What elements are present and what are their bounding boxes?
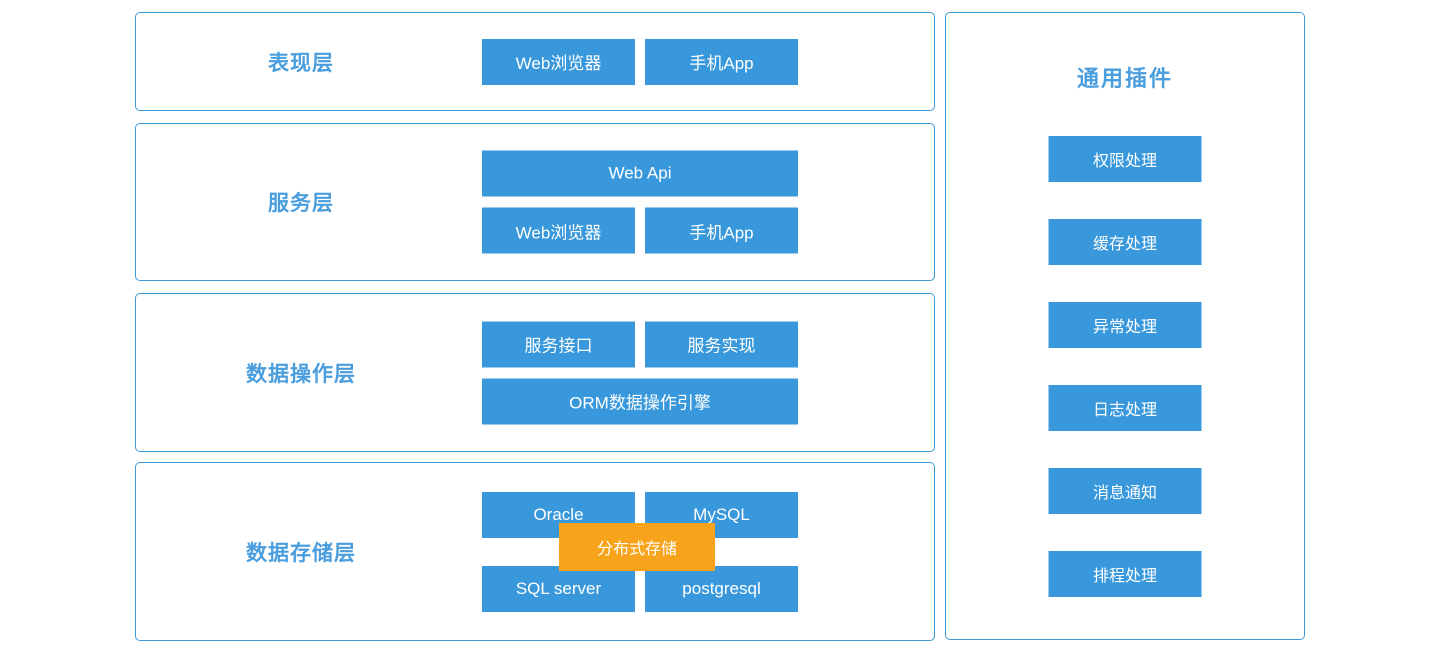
node-sql-server: SQL server xyxy=(482,565,635,612)
node-postgresql: postgresql xyxy=(645,565,798,612)
plugin-log-handling: 日志处理 xyxy=(1048,385,1202,431)
plugins-panel: 通用插件 权限处理 缓存处理 异常处理 日志处理 消息通知 排程处理 xyxy=(945,12,1305,640)
plugin-cache-handling: 缓存处理 xyxy=(1048,219,1202,265)
node-group: Web浏览器 手机App xyxy=(482,38,798,85)
node-distributed-storage: 分布式存储 xyxy=(559,523,715,571)
node-mobile-app: 手机App xyxy=(645,207,798,254)
layer-panel-presentation: 表现层 Web浏览器 手机App xyxy=(135,12,935,111)
layer-label-service: 服务层 xyxy=(268,192,334,215)
plugin-permission-handling: 权限处理 xyxy=(1048,136,1202,182)
node-group: Web Api Web浏览器 手机App xyxy=(482,150,798,254)
node-group: 服务接口 服务实现 ORM数据操作引擎 xyxy=(482,321,798,424)
layer-panel-service: 服务层 Web Api Web浏览器 手机App xyxy=(135,123,935,281)
node-service-interface: 服务接口 xyxy=(482,321,635,367)
layer-label-data-operation: 数据操作层 xyxy=(246,362,356,386)
node-web-browser: Web浏览器 xyxy=(482,207,635,254)
layer-panel-data-operation: 数据操作层 服务接口 服务实现 ORM数据操作引擎 xyxy=(135,293,935,452)
node-service-implementation: 服务实现 xyxy=(645,321,798,367)
plugins-panel-title: 通用插件 xyxy=(1076,66,1173,91)
plugin-exception-handling: 异常处理 xyxy=(1048,302,1202,348)
plugin-list: 权限处理 缓存处理 异常处理 日志处理 消息通知 排程处理 xyxy=(1048,136,1202,597)
layer-panel-data-storage: 数据存储层 Oracle MySQL SQL server postgresql… xyxy=(135,462,935,641)
layer-label-data-storage: 数据存储层 xyxy=(246,541,356,565)
plugin-message-notification: 消息通知 xyxy=(1048,468,1202,514)
layer-label-presentation: 表现层 xyxy=(268,51,334,75)
node-web-api: Web Api xyxy=(482,150,798,197)
node-web-browser: Web浏览器 xyxy=(482,38,635,85)
plugin-schedule-handling: 排程处理 xyxy=(1048,551,1202,597)
node-orm-engine: ORM数据操作引擎 xyxy=(482,378,798,424)
node-mobile-app: 手机App xyxy=(645,38,798,85)
